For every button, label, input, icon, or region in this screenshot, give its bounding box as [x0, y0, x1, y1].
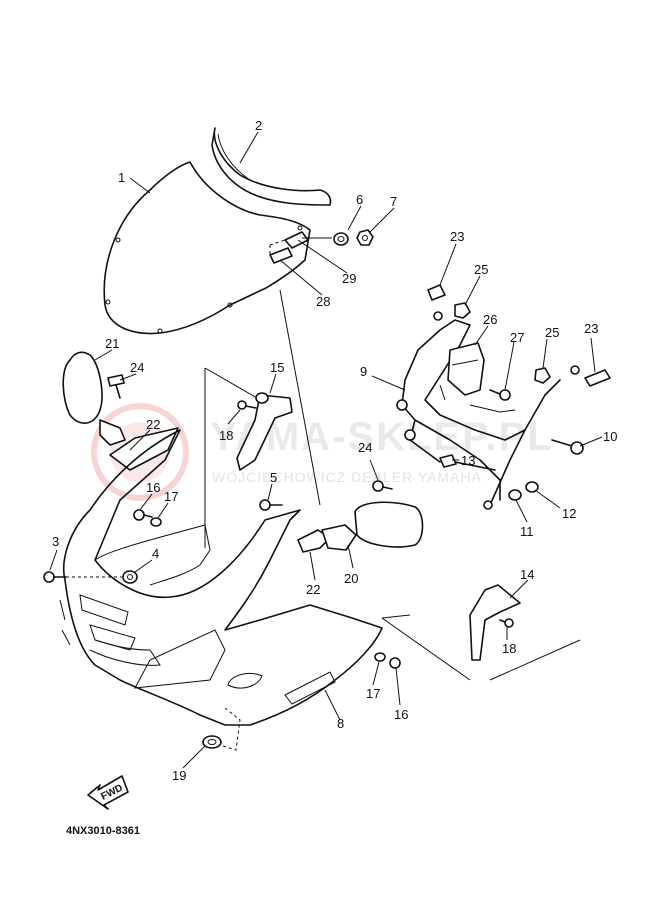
part-18-bolt-left[interactable]: [237, 400, 257, 410]
callout-17b: 17: [366, 686, 380, 701]
part-25-nut-right[interactable]: [534, 367, 551, 384]
part-10-bolt[interactable]: [551, 439, 584, 455]
callout-8: 8: [337, 716, 344, 731]
callout-2: 2: [255, 118, 262, 133]
callout-18a: 18: [219, 428, 233, 443]
part-6-washer[interactable]: [333, 232, 349, 246]
part-21-mirror-left[interactable]: [62, 351, 126, 446]
callout-14: 14: [520, 567, 534, 582]
part-3-screw[interactable]: [43, 571, 67, 583]
watermark-logo-icon: [91, 403, 189, 501]
part-16-screw-right[interactable]: [389, 657, 401, 669]
callout-3: 3: [52, 534, 59, 549]
callout-15: 15: [270, 360, 284, 375]
part-17-washer-left[interactable]: [150, 517, 162, 527]
callout-1: 1: [118, 170, 125, 185]
part-8-cowling[interactable]: [59, 429, 383, 726]
diagram-code: 4NX3010-8361: [66, 825, 140, 837]
watermark-sub-text: WOJCIECHOWICZ DEALER YAMAHA: [212, 469, 482, 485]
part-14-stay-right[interactable]: [469, 584, 521, 661]
callout-28: 28: [316, 294, 330, 309]
callout-22b: 22: [306, 582, 320, 597]
callout-16a: 16: [146, 480, 160, 495]
part-12-grommet[interactable]: [525, 481, 539, 493]
callout-13: 13: [461, 453, 475, 468]
part-22-bracket-right[interactable]: [297, 529, 331, 553]
callout-24a: 24: [130, 360, 144, 375]
callout-24b: 24: [358, 440, 372, 455]
part-9-frame[interactable]: [396, 311, 580, 510]
callout-6: 6: [356, 192, 363, 207]
part-15-stay[interactable]: [236, 392, 293, 471]
part-25-nut-left[interactable]: [454, 302, 471, 319]
part-5-screw[interactable]: [259, 499, 283, 511]
part-1-windshield[interactable]: [103, 161, 311, 335]
part-24-bolt-left[interactable]: [107, 374, 125, 399]
part-18-bolt-right[interactable]: [499, 618, 514, 628]
part-23-damper-right[interactable]: [584, 369, 611, 387]
callout-4: 4: [152, 546, 159, 561]
callout-21: 21: [105, 336, 119, 351]
part-2-trim-strip[interactable]: [211, 127, 332, 206]
callout-leaders: [49, 131, 603, 769]
callout-5: 5: [270, 470, 277, 485]
callout-7: 7: [390, 194, 397, 209]
part-23-damper-left[interactable]: [427, 284, 446, 301]
part-27-screw[interactable]: [489, 389, 511, 401]
fwd-arrow-icon: FWD: [87, 775, 129, 810]
callout-25b: 25: [545, 325, 559, 340]
part-4-grommet[interactable]: [122, 570, 138, 584]
callout-23b: 23: [584, 321, 598, 336]
part-28-spacer[interactable]: [269, 247, 293, 264]
callout-18b: 18: [502, 641, 516, 656]
callout-9: 9: [360, 364, 367, 379]
callout-16b: 16: [394, 707, 408, 722]
part-11-collar[interactable]: [508, 489, 522, 501]
part-19-fastener[interactable]: [202, 735, 222, 749]
part-13-clip[interactable]: [439, 454, 457, 468]
part-26-bracket[interactable]: [447, 342, 485, 396]
callout-25a: 25: [474, 262, 488, 277]
callout-numbers: 1 2 3 4 5 6 7 8 9 10 11 12 13 14 15 16 1…: [52, 118, 617, 783]
callout-27: 27: [510, 330, 524, 345]
callout-10: 10: [603, 429, 617, 444]
part-7-nut[interactable]: [356, 229, 374, 246]
callout-12: 12: [562, 506, 576, 521]
callout-11: 11: [520, 524, 534, 539]
part-24-bolt-right[interactable]: [372, 480, 393, 492]
callout-17a: 17: [164, 489, 178, 504]
part-17-washer-right[interactable]: [374, 652, 386, 662]
callout-19: 19: [172, 768, 186, 783]
callout-22a: 22: [146, 417, 160, 432]
callout-23a: 23: [450, 229, 464, 244]
callout-29: 29: [342, 271, 356, 286]
part-20-mirror-right[interactable]: [321, 501, 424, 551]
callout-26: 26: [483, 312, 497, 327]
callout-20: 20: [344, 571, 358, 586]
part-16-screw-left[interactable]: [133, 509, 153, 521]
part-29-bracket[interactable]: [284, 231, 309, 249]
